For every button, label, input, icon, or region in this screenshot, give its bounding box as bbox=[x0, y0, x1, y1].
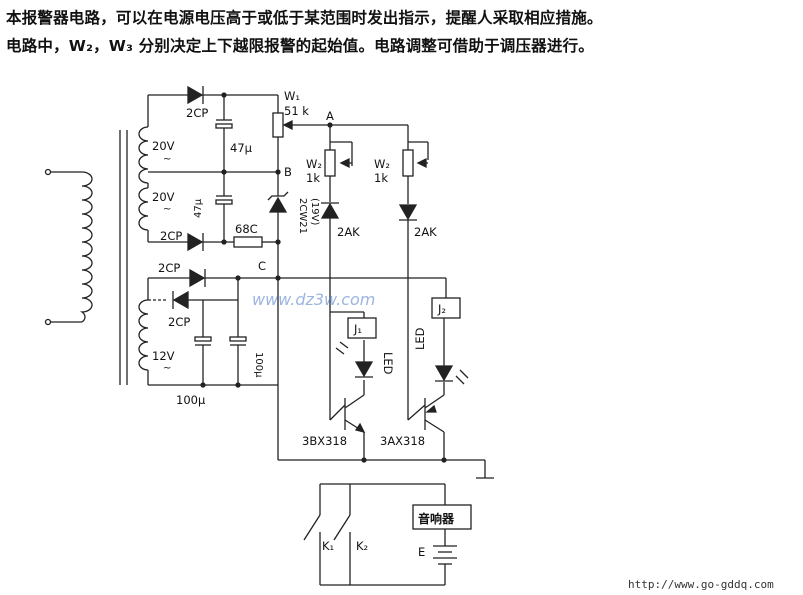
capacitor-label-1: 47μ bbox=[230, 141, 253, 155]
caption-line-2: 电路中，W₂，W₃ 分别决定上下越限报警的起始值。电路调整可借助于调压器进行。 bbox=[6, 37, 594, 55]
capacitor-label-3: 100μ bbox=[176, 393, 206, 407]
diode-2ak-label-2: 2AK bbox=[414, 225, 437, 239]
relay-label-2: J₂ bbox=[437, 302, 446, 316]
node-b-label: B bbox=[284, 165, 292, 179]
node-c-label: C bbox=[258, 259, 266, 273]
transistor-label-2: 3AX318 bbox=[380, 434, 425, 448]
svg-text:~: ~ bbox=[163, 363, 171, 374]
switch-label-1: K₁ bbox=[322, 539, 334, 553]
lower-limit-branch: W₂ 1k 2AK 3AX318 LED J₂ bbox=[278, 125, 469, 460]
w-right-value: 1k bbox=[374, 171, 388, 185]
zener-diode: 2CW21 (19V) bbox=[267, 172, 320, 242]
diode-label-4: 2CP bbox=[168, 315, 190, 329]
w-mid-label: W₂ bbox=[306, 157, 322, 171]
voltage-label-1: 20V bbox=[152, 139, 175, 153]
svg-text:~: ~ bbox=[163, 204, 171, 215]
switch-label-2: K₂ bbox=[356, 539, 368, 553]
resistor-label-1: 68C bbox=[235, 222, 258, 236]
source-url: http://www.go-gddq.com bbox=[628, 578, 774, 591]
ground-rail bbox=[278, 457, 494, 479]
diode-label-1: 2CP bbox=[186, 106, 208, 120]
upper-rectifier: 2CP 47μ B 47μ 2CP 68C bbox=[147, 85, 292, 252]
node-a-label: A bbox=[326, 109, 334, 123]
capacitor-label-2: 47μ bbox=[193, 198, 204, 218]
zener-label: 2CW21 bbox=[297, 198, 308, 234]
voltage-label-3: 12V bbox=[152, 349, 175, 363]
alarm-output: K₁ K₂ 音响器 E bbox=[303, 483, 472, 586]
relay-label-1: J₁ bbox=[353, 322, 362, 336]
transformer: 20V ~ 20V ~ 12V ~ bbox=[44, 126, 175, 385]
transistor-label-1: 3BX318 bbox=[302, 434, 347, 448]
w1-label: W₁ bbox=[284, 89, 300, 103]
led-label-1: LED bbox=[381, 352, 395, 375]
svg-text:~: ~ bbox=[163, 154, 171, 165]
potentiometer-w1: W₁ 51 k bbox=[272, 89, 330, 172]
w-mid-value: 1k bbox=[306, 171, 320, 185]
upper-limit-branch: A W₂ 1k 2AK 3BX318 LED J₁ bbox=[302, 109, 408, 460]
diode-label-3: 2CP bbox=[158, 261, 180, 275]
w1-value: 51 k bbox=[284, 104, 309, 118]
battery-label: E bbox=[418, 545, 425, 559]
diode-2ak-label-1: 2AK bbox=[337, 225, 360, 239]
buzzer-label: 音响器 bbox=[418, 511, 455, 526]
w-right-label: W₂ bbox=[374, 157, 390, 171]
zener-voltage: (19V) bbox=[309, 198, 320, 225]
capacitor-label-4: 100μ bbox=[253, 352, 264, 378]
caption-line-1: 本报警器电路，可以在电源电压高于或低于某范围时发出指示，提醒人采取相应措施。 bbox=[6, 9, 603, 27]
led-label-2: LED bbox=[413, 327, 427, 350]
watermark: www.dz3w.com bbox=[252, 290, 375, 309]
voltage-label-2: 20V bbox=[152, 190, 175, 204]
diode-label-2: 2CP bbox=[160, 229, 182, 243]
